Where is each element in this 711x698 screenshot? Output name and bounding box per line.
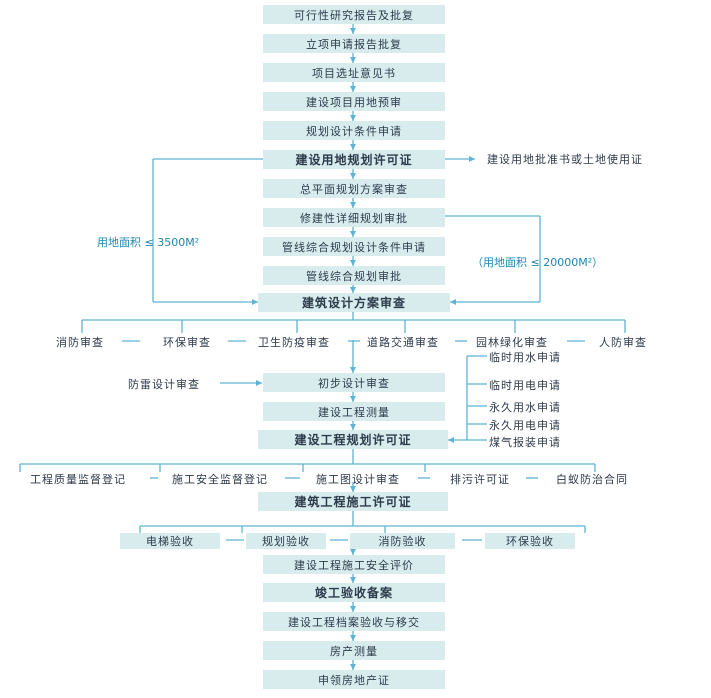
step-land-planning-permit: 建设用地规划许可证 (263, 150, 445, 169)
step-engineering-survey: 建设工程测量 (263, 402, 445, 421)
accept-planning: 规划验收 (246, 533, 326, 549)
accept-fire: 消防验收 (350, 533, 455, 549)
note-area-3500: 用地面积 ≤ 3500M² (97, 236, 200, 249)
step-pipeline-conditions: 管线综合规划设计条件申请 (263, 237, 445, 256)
reg-termite-contract: 白蚁防治合同 (556, 473, 628, 486)
step-land-pre-review: 建设项目用地预审 (263, 92, 445, 111)
step-architectural-design-review: 建筑设计方案审查 (258, 293, 450, 312)
step-safety-evaluation: 建设工程施工安全评价 (263, 555, 445, 574)
accept-environment: 环保验收 (485, 533, 575, 549)
review-traffic: 道路交通审查 (367, 336, 439, 349)
review-environment: 环保审查 (163, 336, 211, 349)
utility-temp-power: 临时用电申请 (489, 379, 561, 392)
step-archive-handover: 建设工程档案验收与移交 (263, 612, 445, 631)
review-civil-defense: 人防审查 (599, 336, 647, 349)
step-site-opinion: 项目选址意见书 (263, 63, 445, 82)
reg-quality-supervision: 工程质量监督登记 (30, 473, 126, 486)
review-lightning: 防雷设计审查 (128, 378, 200, 391)
land-use-certificate: 建设用地批准书或土地使用证 (487, 153, 643, 166)
step-construction-planning-permit: 建设工程规划许可证 (258, 430, 448, 449)
reg-drawing-review: 施工图设计审查 (316, 473, 400, 486)
note-area-20000: （用地面积 ≤ 20000M²） (472, 256, 604, 269)
review-landscape: 园林绿化审查 (476, 336, 548, 349)
review-health: 卫生防疫审查 (258, 336, 330, 349)
reg-safety-supervision: 施工安全监督登记 (172, 473, 268, 486)
step-property-survey: 房产测量 (263, 641, 445, 660)
step-master-plan-review: 总平面规划方案审查 (263, 179, 445, 198)
step-preliminary-design-review: 初步设计审查 (263, 373, 445, 392)
step-property-certificate: 申领房地产证 (263, 670, 445, 689)
utility-perm-water: 永久用水申请 (489, 401, 561, 414)
utility-temp-water: 临时用水申请 (489, 351, 561, 364)
utility-gas: 煤气报装申请 (489, 436, 561, 449)
step-building-construction-permit: 建筑工程施工许可证 (258, 492, 448, 511)
reg-discharge-permit: 排污许可证 (450, 473, 510, 486)
step-detailed-plan-approval: 修建性详细规划审批 (263, 208, 445, 227)
utility-perm-power: 永久用电申请 (489, 419, 561, 432)
review-fire: 消防审查 (56, 336, 104, 349)
step-completion-filing: 竣工验收备案 (263, 583, 445, 602)
step-planning-conditions: 规划设计条件申请 (263, 121, 445, 140)
step-pipeline-approval: 管线综合规划审批 (263, 266, 445, 285)
step-feasibility: 可行性研究报告及批复 (263, 5, 445, 24)
accept-elevator: 电梯验收 (120, 533, 220, 549)
step-project-approval: 立项申请报告批复 (263, 34, 445, 53)
